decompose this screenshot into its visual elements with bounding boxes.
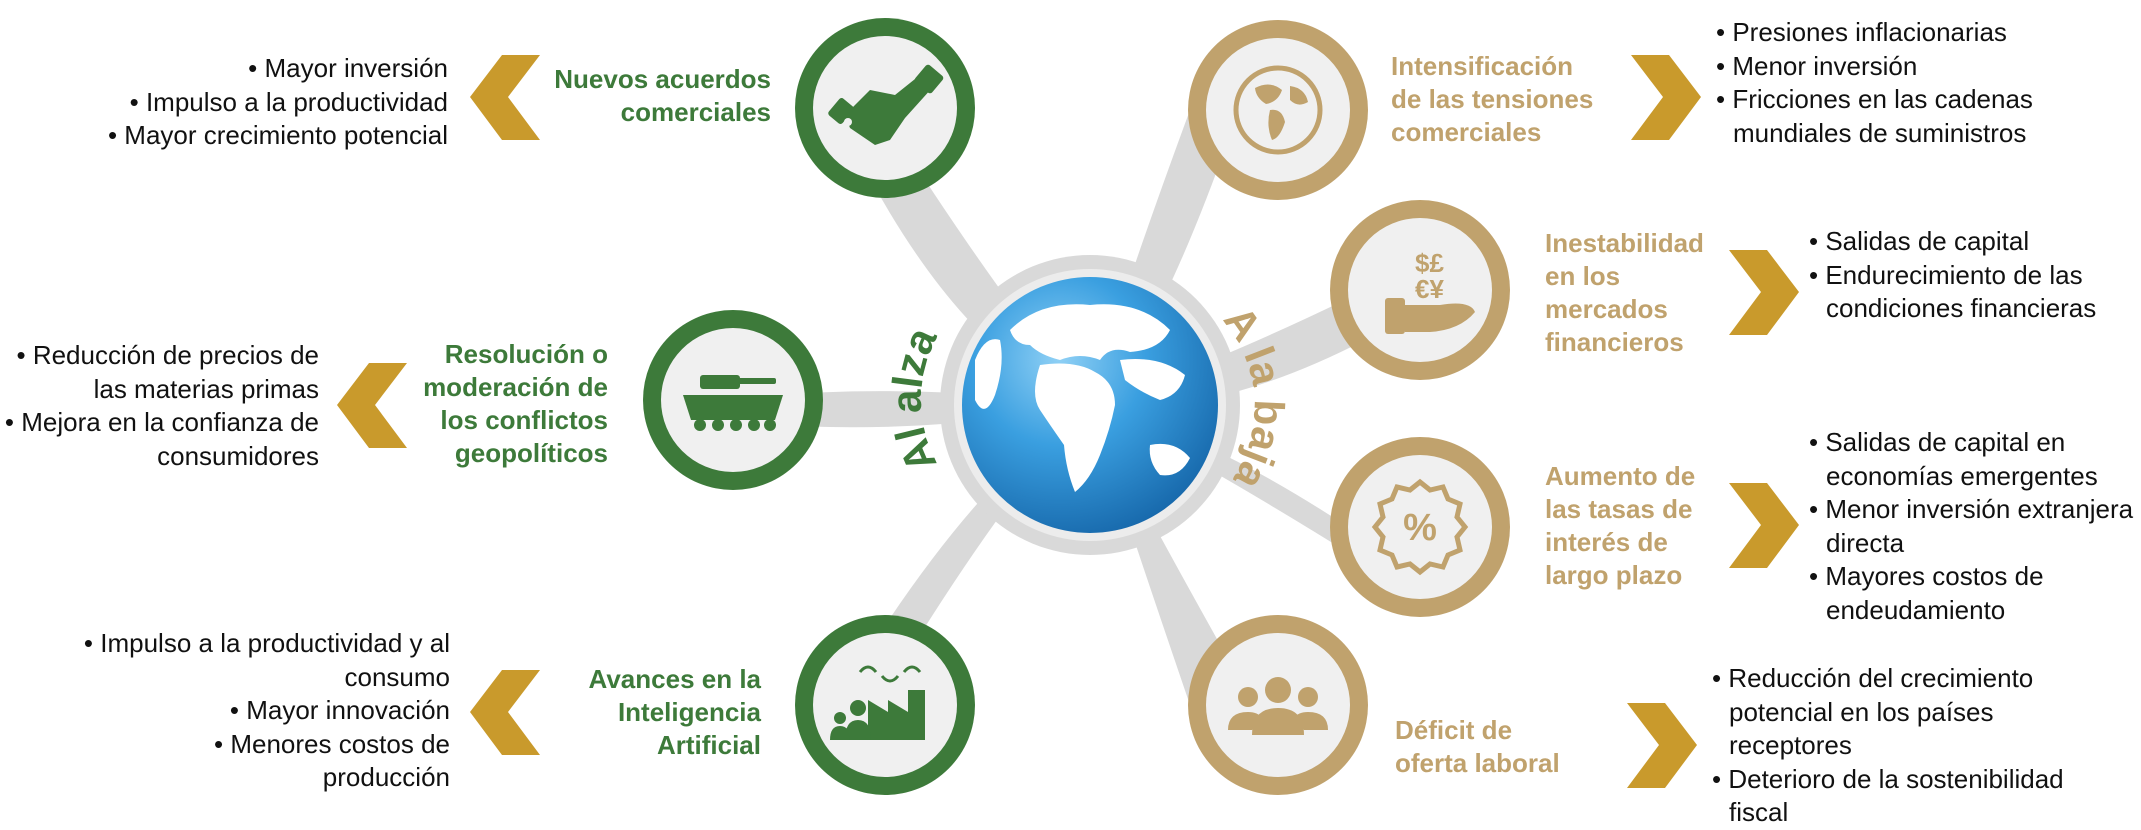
handshake-icon [828,64,944,145]
list-item: Deterioro de la sostenibilidad fiscal [1712,763,2112,830]
list-item: Reducción de precios de las materias pri… [3,339,319,406]
chevron-left-icon [337,363,407,448]
currency-hand-icon: $£ €¥ [1385,248,1475,334]
downside-circle-interest-rates: % [1330,437,1510,617]
downside-circle-financial: $£ €¥ [1330,200,1510,380]
percent-badge-icon: % [1371,478,1469,576]
downside-effects-trade-tensions: Presiones inflacionarias Menor inversión… [1716,16,2046,150]
downside-circle-trade-tensions [1188,20,1368,200]
list-item: Mejora en la confianza de consumidores [3,406,319,473]
chevron-right-icon [1627,703,1697,788]
upside-effects-ai: Impulso a la productividad y al consumo … [80,627,450,795]
center-globe: Al alza A la baja [883,269,1293,541]
list-item: Endurecimiento de las condiciones financ… [1809,259,2129,326]
tank-icon [683,375,783,431]
list-item: Mayor crecimiento potencial [0,119,448,153]
svg-text:%: % [1403,507,1437,549]
downside-effects-labor: Reducción del crecimiento potencial en l… [1712,662,2112,830]
downside-effects-financial: Salidas de capital Endurecimiento de las… [1809,225,2129,326]
svg-text:€¥: €¥ [1415,274,1444,304]
upside-circle-geopolitics [643,310,823,490]
chevron-right-icon [1729,250,1799,335]
list-item: Salidas de capital [1809,225,2129,259]
globe-icon [1233,65,1323,155]
downside-circle-labor [1188,615,1368,795]
list-item: Fricciones en las cadenas mundiales de s… [1716,83,2046,150]
svg-text:$£: $£ [1415,248,1444,278]
downside-effects-interest-rates: Salidas de capital en economías emergent… [1809,426,2139,627]
list-item: Impulso a la productividad y al consumo [80,627,450,694]
upside-circle-trade [795,18,975,198]
upside-effects-geopolitics: Reducción de precios de las materias pri… [3,339,319,473]
list-item: Menor inversión extranjera directa [1809,493,2139,560]
list-item: Mayores costos de endeudamiento [1809,560,2139,627]
ai-factory-icon [830,665,925,740]
upside-circle-ai [795,615,975,795]
list-item: Salidas de capital en economías emergent… [1809,426,2139,493]
chevron-right-icon [1729,483,1799,568]
list-item: Mayor inversión [0,52,448,86]
chevron-right-icon [1631,55,1701,140]
list-item: Mayor innovación [80,694,450,728]
list-item: Menores costos de producción [80,728,450,795]
upside-effects-trade: Mayor inversión Impulso a la productivid… [0,52,448,153]
people-group-icon [1228,677,1328,735]
list-item: Reducción del crecimiento potencial en l… [1712,662,2112,763]
chevron-left-icon [470,670,540,755]
list-item: Menor inversión [1716,50,2046,84]
list-item: Presiones inflacionarias [1716,16,2046,50]
chevron-left-icon [470,55,540,140]
list-item: Impulso a la productividad [0,86,448,120]
